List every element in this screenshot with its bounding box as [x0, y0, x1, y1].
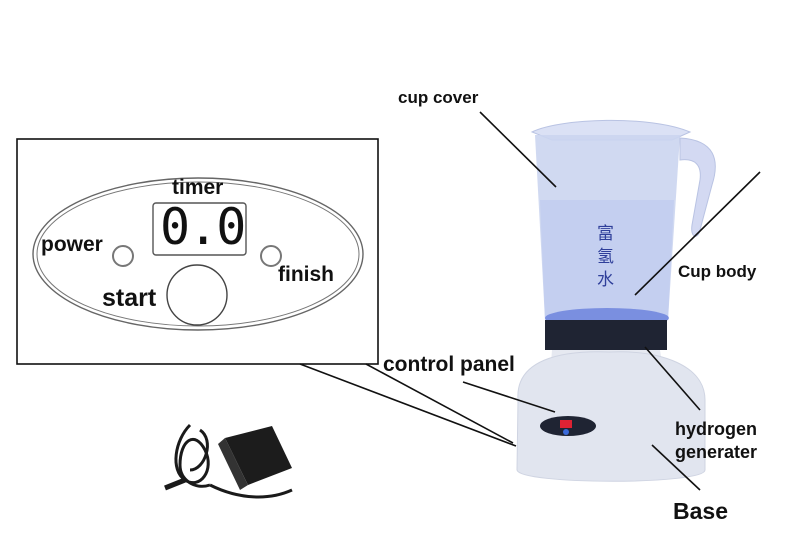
panel-ellipse-outer — [32, 177, 364, 331]
power-label: power — [41, 233, 103, 256]
start-label: start — [102, 284, 157, 312]
power-led-icon — [112, 245, 134, 267]
start-button-icon — [166, 264, 228, 326]
hydrogen-generater-label-1: hydrogen — [675, 419, 758, 439]
timer-label: timer — [172, 176, 224, 199]
finish-label: finish — [278, 263, 334, 286]
cup-text: 富 氢 水 — [597, 224, 614, 289]
callout-box — [16, 138, 379, 365]
timer-display-value: 0.0 — [160, 198, 246, 256]
cup-body-label: Cup body — [678, 262, 757, 281]
cup-cover-label: cup cover — [398, 88, 479, 107]
hydrogen-generater-label-2: generater — [675, 442, 758, 462]
power-adapter-icon — [164, 423, 293, 499]
control-panel-label: control panel — [383, 353, 515, 376]
finish-led-icon — [260, 245, 282, 267]
panel-ellipse-inner — [36, 181, 360, 327]
base-label: Base — [673, 498, 728, 524]
timer-display-frame — [152, 202, 247, 256]
